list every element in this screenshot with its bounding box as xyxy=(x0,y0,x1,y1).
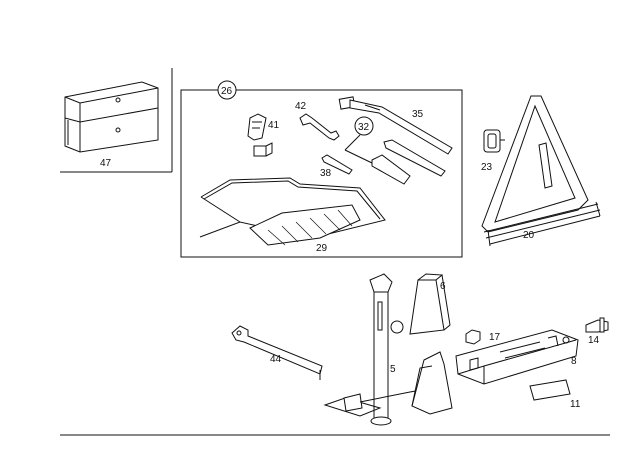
callout-20: 20 xyxy=(523,230,535,241)
callout-29: 29 xyxy=(316,243,328,254)
callout-32: 32 xyxy=(358,122,370,133)
callout-47: 47 xyxy=(100,158,112,169)
part-14-clip: 14 xyxy=(585,317,609,346)
callout-38: 38 xyxy=(320,168,332,179)
callout-17: 17 xyxy=(489,332,501,343)
part-20-warning-triangle: 20 xyxy=(481,95,601,247)
part-44-crank-handle: 44 xyxy=(231,325,323,380)
part-8-tool-tray: 8 xyxy=(455,329,579,385)
callout-26: 26 xyxy=(221,86,233,97)
part-42-wrench: 42 xyxy=(295,101,340,141)
part-11-label: 11 xyxy=(529,379,581,410)
callout-6: 6 xyxy=(440,281,446,292)
part-23-bracket: 23 xyxy=(481,129,505,173)
part-32-screwdriver: 32 xyxy=(344,116,446,185)
callout-8: 8 xyxy=(571,356,577,367)
part-17-nut: 17 xyxy=(465,329,501,345)
callout-23: 23 xyxy=(481,162,493,173)
part-6-wheel-chock: 6 xyxy=(390,273,453,415)
callout-41: 41 xyxy=(268,120,280,131)
callout-44: 44 xyxy=(270,354,282,365)
tool-kit-frame: 26 xyxy=(180,80,463,258)
callout-42: 42 xyxy=(295,101,307,112)
callout-14: 14 xyxy=(588,335,600,346)
part-47-tool-case: 47 xyxy=(60,68,173,173)
part-41-fuse-puller: 41 xyxy=(247,113,280,157)
part-35-lug-wrench: 35 xyxy=(338,96,453,155)
callout-35: 35 xyxy=(412,109,424,120)
part-29-tool-bag: 29 xyxy=(199,177,386,254)
part-5-jack: 5 xyxy=(323,273,433,426)
callout-11: 11 xyxy=(570,399,581,410)
callout-5: 5 xyxy=(390,364,396,375)
part-38-pin: 38 xyxy=(320,154,353,179)
